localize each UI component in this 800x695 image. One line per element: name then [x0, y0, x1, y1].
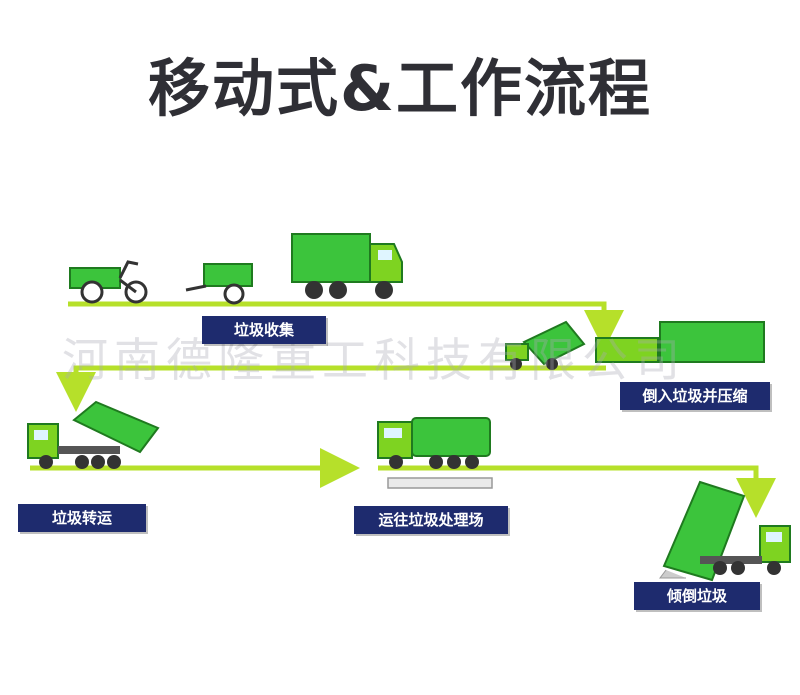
watermark-text: 河南德隆重工科技有限公司 [62, 333, 686, 387]
tricycle-cart-icon [69, 260, 148, 304]
step-label-transfer: 垃圾转运 [18, 504, 146, 532]
step-label-collect: 垃圾收集 [202, 316, 326, 344]
hand-cart-icon [185, 263, 253, 305]
transport-truck-icon [377, 417, 493, 489]
step-label-transport: 运往垃圾处理场 [354, 506, 508, 534]
step-label-dump: 倾倒垃圾 [634, 582, 760, 610]
dump-truck-icon [291, 233, 403, 299]
page-title: 移动式&工作流程 [147, 52, 653, 125]
step-label-compress: 倒入垃圾并压缩 [620, 382, 770, 410]
hook-lift-truck-icon [27, 400, 160, 469]
compression-station-icon [505, 320, 765, 370]
arrow-transport-to-dump [378, 465, 776, 518]
arrow-collect-to-compress [68, 301, 624, 350]
dumping-truck-icon [659, 480, 791, 582]
arrow-compress-to-transfer [56, 365, 606, 412]
